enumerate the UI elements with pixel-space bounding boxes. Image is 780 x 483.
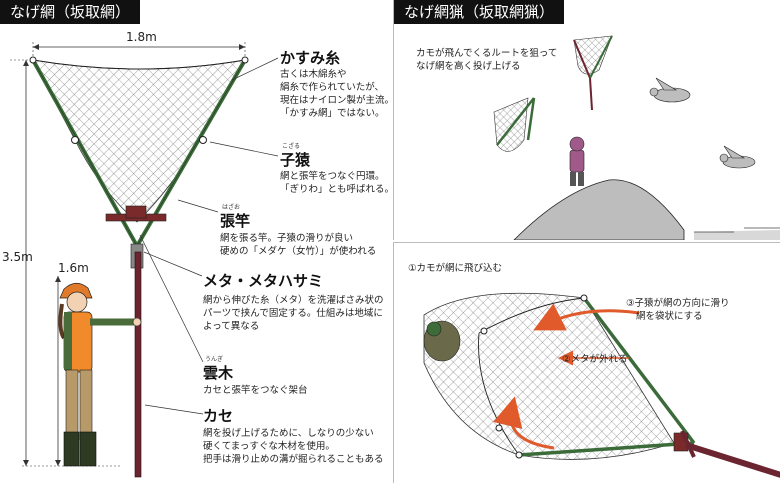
- net-illustration: [10, 42, 279, 478]
- right-top-panel: なげ網猟（坂取網猟） カモが飛んでくるルートを狙って なげ網を高く投げ上げる: [393, 0, 780, 240]
- hariao-heading: 張竿: [220, 212, 251, 230]
- kozaru-heading: 子猿: [280, 151, 311, 169]
- step-3-label: ③子猿が網の方向に滑り 網を袋状にする: [626, 297, 730, 323]
- hunter-figure: [58, 282, 142, 467]
- kasumi-description: 古くは木綿糸や 絹糸で作られていたが、 現在はナイロン製が主流。 「かすみ網」で…: [280, 68, 394, 120]
- step-1-label: ①カモが網に飛び込む: [408, 263, 503, 274]
- text-line: よって異なる: [203, 321, 260, 332]
- text-line: 網を袋状にする: [636, 311, 703, 322]
- text-line: なげ網を高く投げ上げる: [416, 61, 521, 72]
- net-closing-diagram: [423, 292, 780, 478]
- text-line: パーツで挟んで固定する。仕組みは地域に: [203, 308, 383, 319]
- right-bottom-panel: ①カモが網に飛び込む ②メタが外れる ③子猿が網の方向に滑り 網を袋状にする: [393, 242, 780, 483]
- height-dimension: 3.5m: [2, 250, 33, 264]
- text-line: 現在はナイロン製が主流。: [280, 95, 395, 106]
- meta-heading: メタ・メタハサミ: [203, 272, 324, 290]
- kozaru-description: 網と張竿をつなぐ円環。 「ぎりわ」とも呼ばれる。: [280, 170, 394, 196]
- hariao-description: 網を張る竿。子猿の滑りが良い 硬めの「メダケ（女竹）」が使われる: [220, 232, 376, 258]
- hariao-ruby: はざお: [222, 204, 241, 211]
- text-line: 網を投げ上げるために、しなりの少ない: [203, 428, 374, 439]
- step-2-label: ②メタが外れる: [562, 354, 628, 365]
- person-height-dimension: 1.6m: [58, 261, 89, 275]
- kase-heading: カセ: [203, 407, 234, 425]
- text-line: 「かすみ網」ではない。: [280, 108, 385, 119]
- ungi-heading: 雲木: [203, 364, 234, 382]
- text-line: 古くは木綿糸や: [280, 69, 347, 80]
- text-line: 網を張る竿。子猿の滑りが良い: [220, 233, 354, 244]
- text-line: カモが飛んでくるルートを狙って: [416, 48, 558, 59]
- left-panel: なげ網（坂取網） 1.8m 3.5m 1.6m かすみ糸 古くは木綿糸や 絹糸で…: [0, 0, 394, 482]
- width-dimension: 1.8m: [126, 30, 157, 44]
- kasumi-heading: かすみ糸: [280, 49, 341, 67]
- panel-title-left: なげ網（坂取網）: [0, 0, 141, 24]
- text-line: カセと張竿をつなぐ架台: [203, 385, 308, 396]
- text-line: 把手は滑り止めの溝が掘られることもある: [203, 454, 384, 465]
- kozaru-ruby: こざる: [282, 143, 301, 150]
- text-line: 絹糸で作られていたが、: [280, 82, 385, 93]
- text-line: 網から伸びた糸（メタ）を洗濯ばさみ状の: [203, 295, 384, 306]
- ungi-description: カセと張竿をつなぐ架台: [203, 384, 308, 397]
- meta-description: 網から伸びた糸（メタ）を洗濯ばさみ状の パーツで挟んで固定する。仕組みは地域に …: [203, 294, 384, 333]
- hunting-scene: [493, 35, 780, 240]
- text-line: 硬くてまっすぐな木材を使用。: [203, 441, 335, 452]
- scene-caption: カモが飛んでくるルートを狙って なげ網を高く投げ上げる: [416, 47, 557, 73]
- text-line: 「ぎりわ」とも呼ばれる。: [280, 184, 395, 195]
- panel-title-right: なげ網猟（坂取網猟）: [394, 0, 565, 24]
- text-line: ③子猿が網の方向に滑り: [626, 298, 730, 309]
- kase-description: 網を投げ上げるために、しなりの少ない 硬くてまっすぐな木材を使用。 把手は滑り止…: [203, 427, 384, 466]
- text-line: 網と張竿をつなぐ円環。: [280, 171, 385, 182]
- text-line: 硬めの「メダケ（女竹）」が使われる: [220, 246, 377, 257]
- ungi-ruby: うんぎ: [205, 356, 224, 363]
